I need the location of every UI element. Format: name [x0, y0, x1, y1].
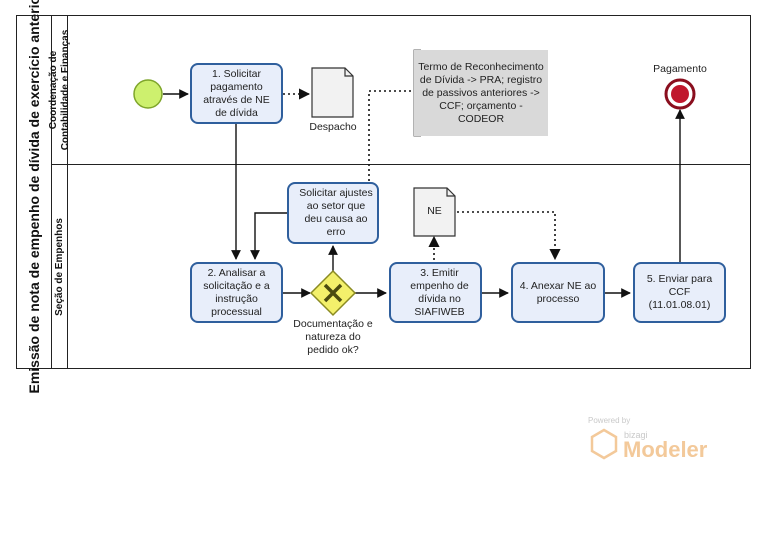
document-despacho-icon	[311, 67, 354, 118]
task-enviar-ccf[interactable]: 5. Enviar para CCF (11.01.08.01)	[633, 262, 726, 323]
bizagi-logo-icon	[590, 428, 618, 460]
gateway-x-icon	[323, 283, 343, 303]
task-emitir-empenho[interactable]: 3. Emitir empenho de dívida no SIAFIWEB	[389, 262, 482, 323]
text-annotation: Termo de Reconhecimento de Dívida -> PRA…	[414, 50, 548, 136]
watermark-powered: Powered by	[588, 416, 631, 425]
gateway-caption: Documentação e natureza do pedido ok?	[293, 318, 373, 356]
ne-caption: NE	[427, 205, 442, 217]
end-event-caption: Pagamento	[653, 63, 707, 75]
watermark-product: Modeler	[623, 437, 708, 462]
association-ne-t4	[457, 211, 561, 261]
despacho-caption: Despacho	[309, 121, 357, 133]
annotation-text: Termo de Reconhecimento de Dívida -> PRA…	[418, 60, 544, 125]
task-anexar-ne[interactable]: 4. Anexar NE ao processo	[511, 262, 605, 323]
lane-label-ccf: Coordenação de Contabilidade e Finanças	[48, 15, 71, 164]
flow-adjust-to-t2	[250, 212, 287, 260]
start-event	[133, 79, 163, 109]
association-annotation	[368, 90, 414, 181]
lane-divider	[52, 164, 751, 165]
end-event-inner	[671, 85, 689, 103]
task-solicitar-pagamento[interactable]: 1. Solicitar pagamento através de NE de …	[190, 63, 283, 124]
task-solicitar-ajustes[interactable]: Solicitar ajustes ao setor que deu causa…	[287, 182, 379, 244]
task-3-label: 3. Emitir empenho de dívida no SIAFIWEB	[410, 266, 469, 318]
task-4-label: 4. Anexar NE ao processo	[519, 279, 597, 305]
task-1-label: 1. Solicitar pagamento através de NE de …	[203, 67, 270, 119]
task-analisar-solicitacao[interactable]: 2. Analisar a solicitação e a instrução …	[190, 262, 283, 323]
task-adjust-label: Solicitar ajustes ao setor que deu causa…	[299, 187, 373, 238]
task-5-label: 5. Enviar para CCF (11.01.08.01)	[646, 273, 713, 311]
lane-label-empenhos: Seção de Empenhos	[52, 164, 68, 369]
document-ne-icon	[413, 187, 456, 237]
watermark-brand: bizagi	[624, 430, 648, 440]
pool-label: Emissão de nota de empenho de dívida de …	[16, 0, 52, 394]
process-pool	[16, 15, 751, 369]
task-2-label: 2. Analisar a solicitação e a instrução …	[203, 266, 270, 318]
